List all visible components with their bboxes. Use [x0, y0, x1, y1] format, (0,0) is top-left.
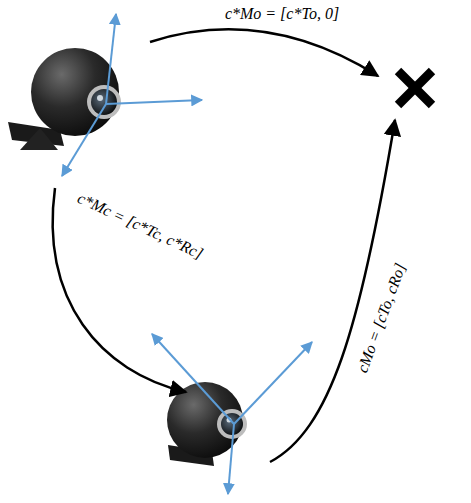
- camera-axes: [152, 334, 312, 494]
- target-cross: [398, 71, 432, 105]
- camera-axes: [62, 14, 202, 176]
- webcam: [8, 48, 121, 150]
- pose-label: cMo = [cTo, cRo]: [353, 259, 411, 377]
- transform-arrow: [53, 29, 395, 462]
- pose-label: c*Mc = [c*Tc, c*Rc]: [73, 188, 208, 264]
- pose-label: c*Mo = [c*To, 0]: [223, 5, 341, 23]
